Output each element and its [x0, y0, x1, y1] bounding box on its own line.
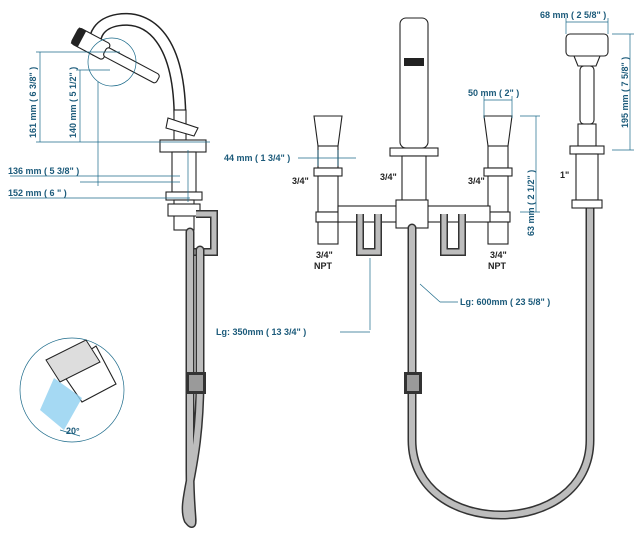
label-center: 3/4" [380, 172, 397, 182]
spray-angle-label: 20° [66, 426, 80, 436]
label-left-valve: 3/4" [292, 176, 309, 186]
dim-195: 195 mm ( 7 5/8" ) [620, 57, 630, 128]
right-valve [483, 115, 513, 245]
left-side-view: 161 mm ( 6 3/8" ) 140 mm ( 5 1/2" ) 136 … [8, 12, 218, 528]
label-left-npt-size: 3/4" [316, 250, 333, 260]
dim-152: 152 mm ( 6 " ) [8, 188, 67, 198]
spray-angle-detail: 20° [19, 337, 125, 443]
spray-cone [40, 378, 82, 430]
detail-circle [87, 37, 137, 87]
label-right-npt: NPT [488, 261, 507, 271]
dim-63: 63 mm ( 2 1/2" ) [526, 170, 536, 236]
hand-shower-head [565, 33, 609, 57]
hand-shower-view: 68 mm ( 2 5/8" ) 195 mm ( 7 5/8" ) 1" [540, 10, 634, 209]
label-right-valve: 3/4" [468, 176, 485, 186]
center-spout [399, 17, 429, 149]
left-valve [313, 115, 343, 245]
hose-length-long: Lg: 600mm ( 23 5/8" ) [460, 297, 550, 307]
dim-161: 161 mm ( 6 3/8" ) [28, 67, 38, 138]
hand-shower-side [70, 27, 160, 84]
center-front-view: 44 mm ( 1 3/4" ) 50 mm ( 2" ) 63 mm ( 2 … [216, 17, 595, 520]
label-right-npt-size: 3/4" [490, 250, 507, 260]
dim-diameter: 68 mm ( 2 5/8" ) [540, 10, 606, 20]
dim-136: 136 mm ( 5 3/8" ) [8, 166, 79, 176]
label-connection: 1" [560, 170, 569, 180]
dim-140: 140 mm ( 5 1/2" ) [68, 67, 78, 138]
dim-44: 44 mm ( 1 3/4" ) [224, 153, 290, 163]
lever-handle [165, 117, 199, 137]
dim-50: 50 mm ( 2" ) [468, 88, 519, 98]
label-left-npt: NPT [314, 261, 333, 271]
hose-length-short: Lg: 350mm ( 13 3/4" ) [216, 327, 306, 337]
